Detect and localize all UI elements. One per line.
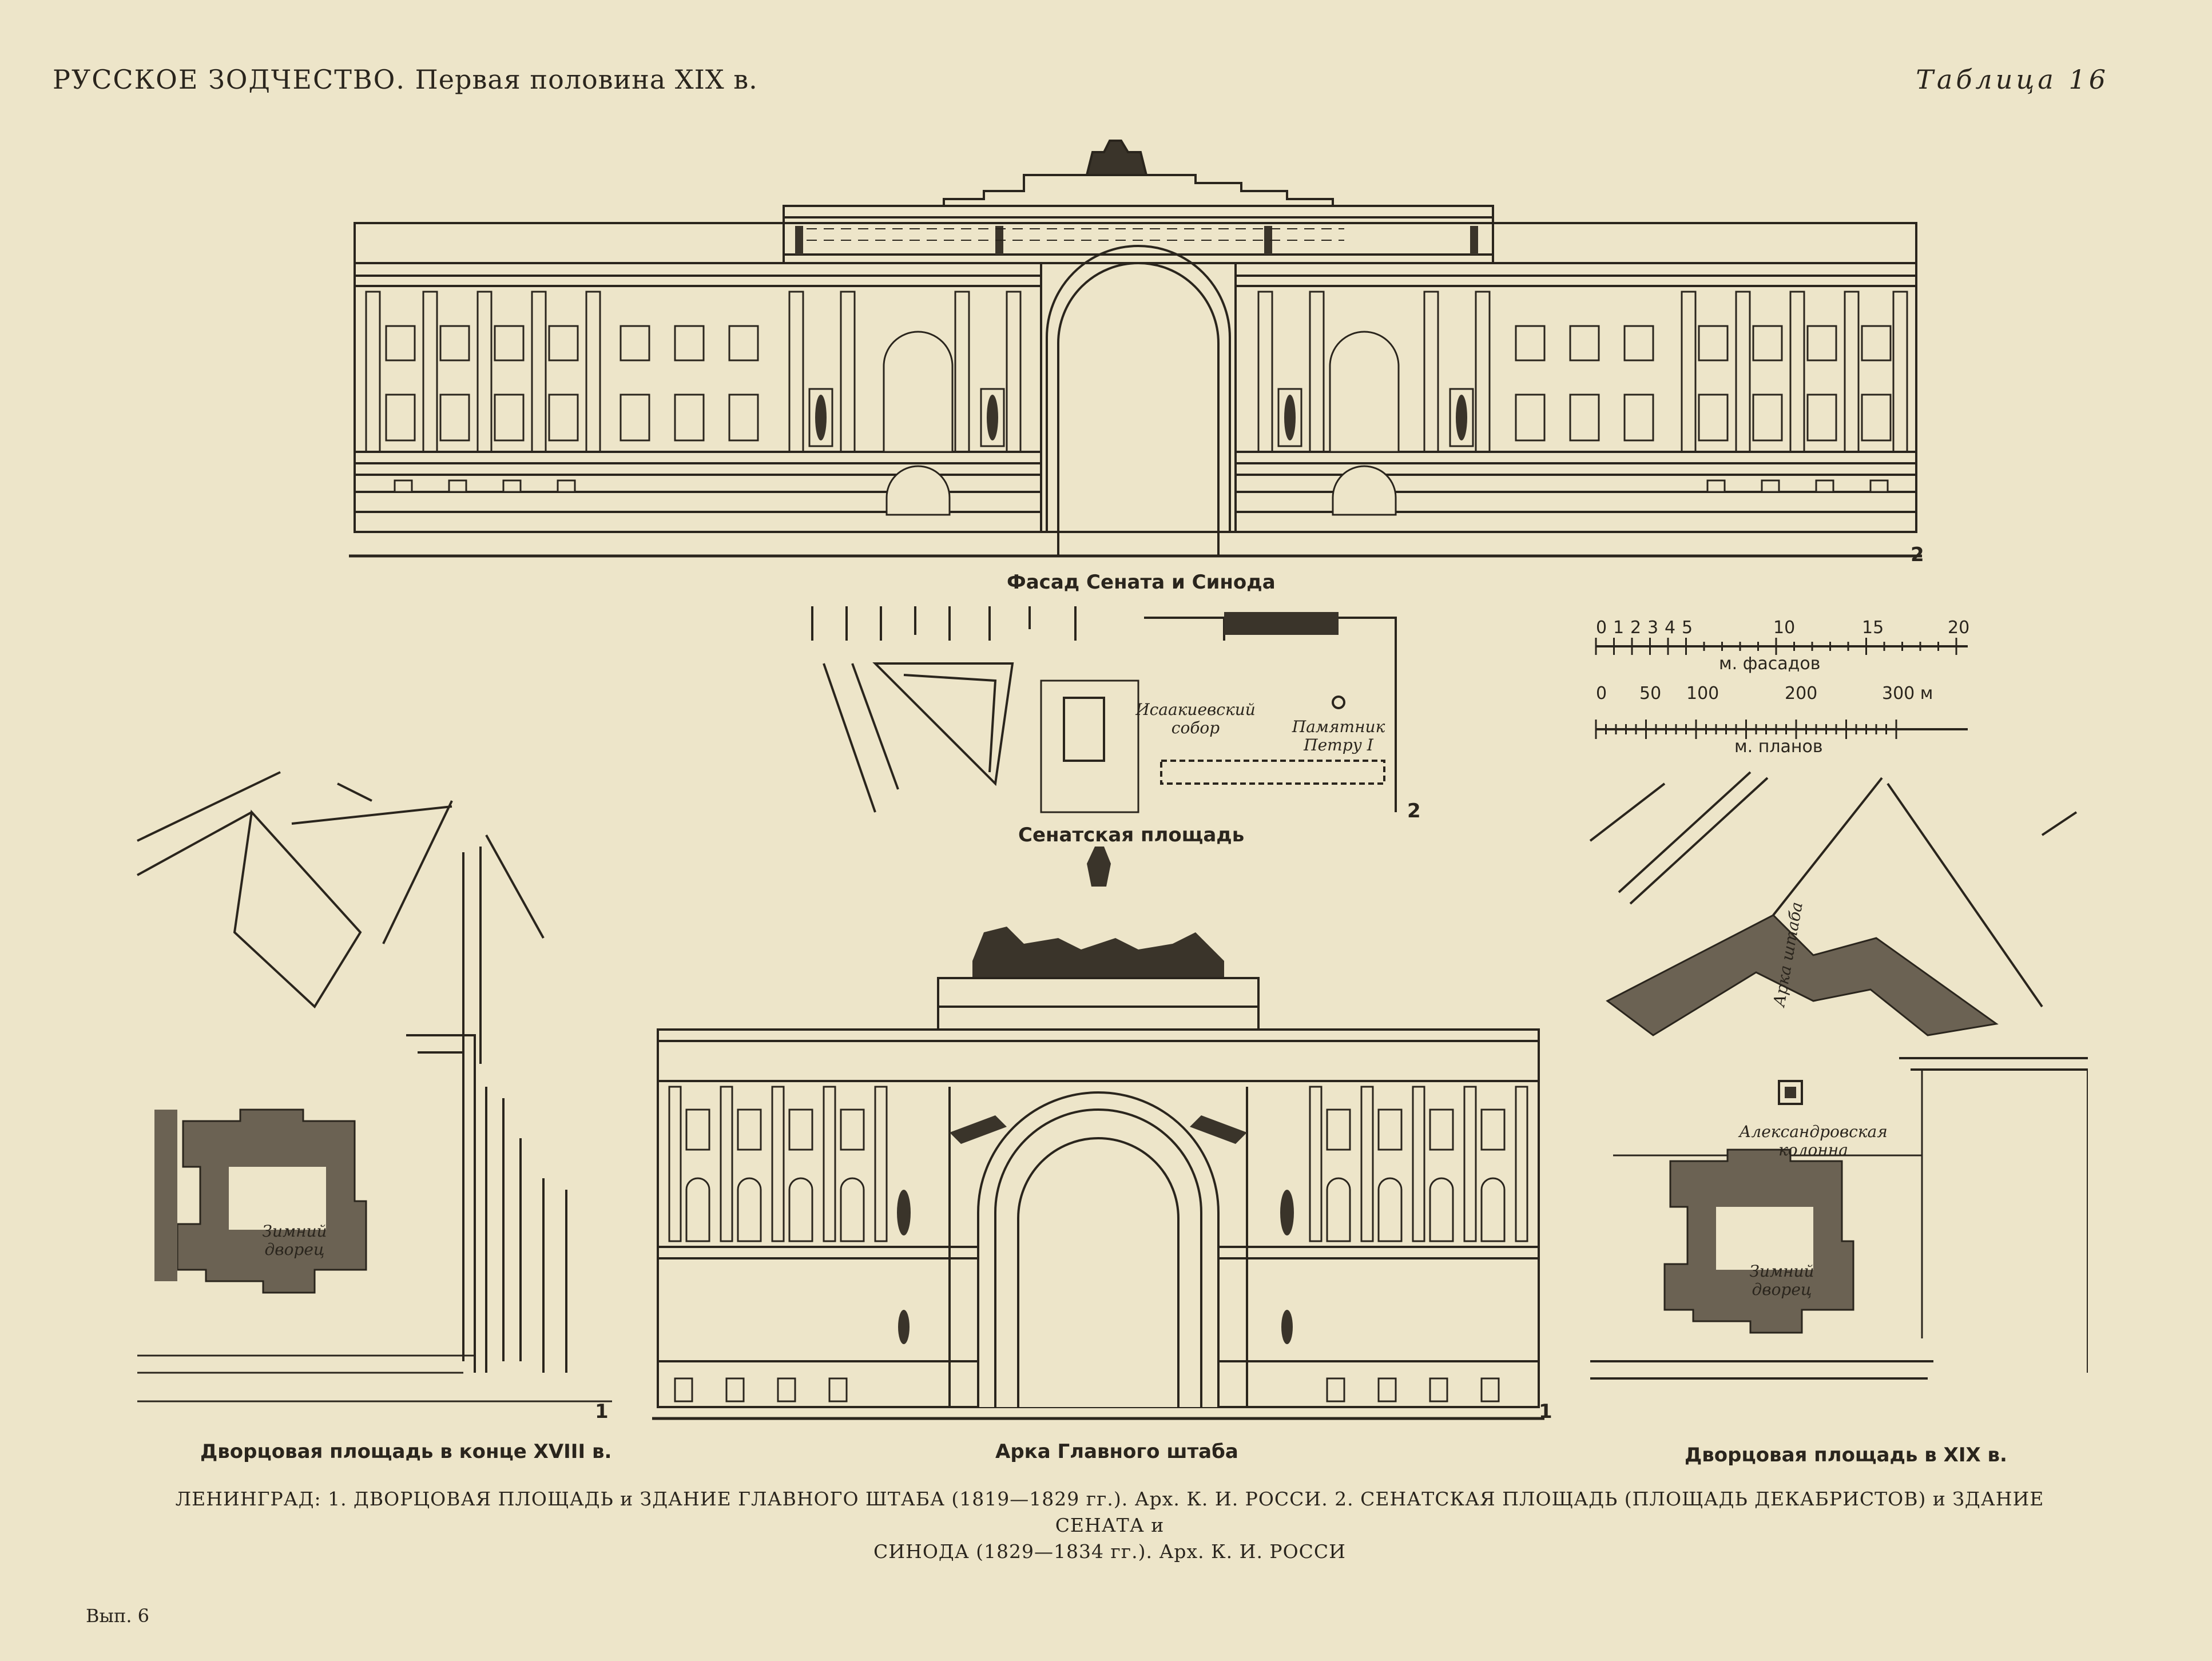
palace-square-18c-plan: Зимний дворец: [137, 771, 612, 1402]
palace-19c-label-2: дворец: [1752, 1280, 1812, 1299]
alexander-column-label-2: колонна: [1778, 1141, 1848, 1159]
facade-scale-unit: м. фасадов: [1719, 654, 1820, 674]
facade-tick-10: 10: [1773, 618, 1795, 638]
facade-tick-1: 1: [1613, 618, 1624, 638]
header-subtitle: Первая половина XIX в.: [415, 64, 758, 95]
palace-19c-label-1: Зимний: [1749, 1262, 1814, 1281]
page-header: РУССКОЕ ЗОДЧЕСТВО. Первая половина XIX в…: [53, 64, 758, 95]
facade-tick-15: 15: [1862, 618, 1884, 638]
palace-19c-caption: Дворцовая площадь в XIX в.: [1685, 1444, 2007, 1467]
senate-facade-drawing: [349, 140, 1922, 558]
facade-tick-4: 4: [1665, 618, 1675, 638]
plate-description-line-2: СИНОДА (1829—1834 гг.). Арх. К. И. РОССИ: [873, 1540, 1346, 1563]
senate-square-plan: Исаакиевский собор Памятник Петру I: [811, 606, 1397, 813]
scale-bars: 0 1 2 3 4 5 10 15 20 м. фасадов 0 50 100…: [1595, 618, 1969, 757]
general-staff-arch-drawing: [652, 847, 1544, 1420]
plan-tick-300: 300 м: [1882, 684, 1933, 704]
palace-18c-caption: Дворцовая площадь в конце XVIII в.: [200, 1440, 612, 1463]
senate-facade-caption: Фасад Сената и Синода: [1007, 571, 1276, 594]
palace-square-19c-plan: Зимний дворец Александровская колонна Ар…: [1589, 771, 2088, 1380]
facade-tick-20: 20: [1948, 618, 1969, 638]
palace-18c-number: 1: [595, 1400, 609, 1423]
arch-number: 1: [1539, 1400, 1552, 1423]
senate-square-monument-label-2: Петру I: [1303, 736, 1374, 754]
table-label: Таблица 16: [1916, 64, 2109, 95]
facade-tick-3: 3: [1647, 618, 1658, 638]
plate-description-line-1: ЛЕНИНГРАД: 1. ДВОРЦОВАЯ ПЛОЩАДЬ и ЗДАНИЕ…: [175, 1488, 2044, 1536]
alexander-column-label-1: Александровская: [1738, 1122, 1888, 1141]
facade-tick-2: 2: [1630, 618, 1641, 638]
senate-square-monument-label-1: Памятник: [1292, 717, 1385, 736]
palace-18c-label-1: Зимний: [262, 1222, 327, 1241]
senate-square-caption: Сенатская площадь: [1018, 824, 1245, 847]
senate-facade-number: 2: [1911, 543, 1924, 566]
plan-tick-50: 50: [1639, 684, 1661, 704]
header-title: РУССКОЕ ЗОДЧЕСТВО.: [53, 64, 406, 95]
plan-tick-100: 100: [1686, 684, 1719, 704]
plan-scale-unit: м. планов: [1734, 737, 1823, 757]
plan-tick-200: 200: [1785, 684, 1817, 704]
plan-tick-0: 0: [1596, 684, 1607, 704]
palace-18c-label-2: дворец: [265, 1240, 325, 1259]
issue-number: Вып. 6: [86, 1605, 150, 1627]
senate-square-number: 2: [1407, 800, 1421, 822]
senate-square-cathedral-label-2: собор: [1171, 718, 1220, 737]
facade-tick-0: 0: [1596, 618, 1607, 638]
senate-square-cathedral-label-1: Исаакиевский: [1135, 700, 1256, 719]
facade-tick-5: 5: [1682, 618, 1693, 638]
arch-caption: Арка Главного штаба: [995, 1440, 1238, 1463]
plate-description: ЛЕНИНГРАД: 1. ДВОРЦОВАЯ ПЛОЩАДЬ и ЗДАНИЕ…: [172, 1486, 2048, 1565]
